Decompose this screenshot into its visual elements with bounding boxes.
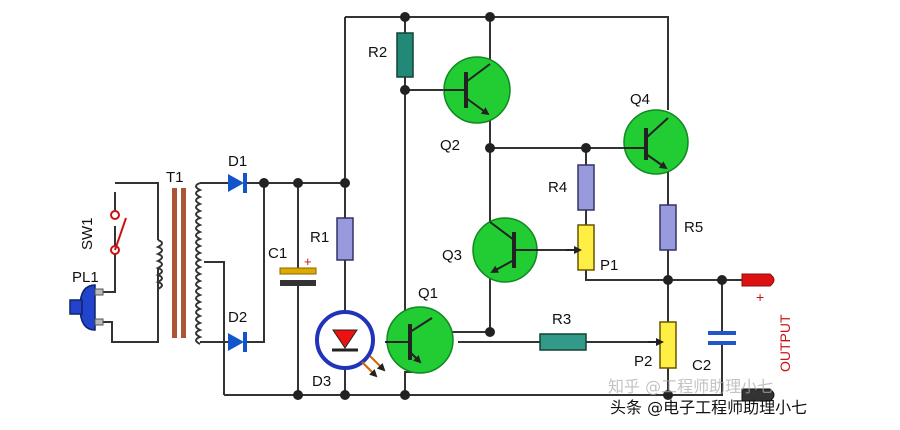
d2-label: D2 [228, 309, 247, 326]
transformer-icon [155, 182, 203, 345]
resistor-r1 [336, 217, 354, 261]
watermark-zhihu: 知乎 @工程师助理小七 [608, 377, 773, 396]
q2-label: Q2 [440, 137, 460, 154]
plug-icon [69, 284, 104, 331]
d3-label: D3 [312, 373, 331, 390]
p2-label: P2 [634, 353, 652, 370]
diode-d1 [228, 173, 247, 193]
led-icon [315, 310, 386, 378]
resistor-r4 [577, 164, 595, 211]
q1-label: Q1 [418, 285, 438, 302]
npn-transistor-icon [623, 109, 689, 175]
d1-label: D1 [228, 153, 247, 170]
p1-label: P1 [600, 257, 618, 274]
potentiometer-p1 [566, 224, 595, 271]
r3-label: R3 [552, 311, 571, 328]
r5-label: R5 [684, 219, 703, 236]
r4-label: R4 [548, 179, 567, 196]
r2-label: R2 [368, 44, 387, 61]
output-terminal-positive [741, 273, 775, 287]
output-terminal-negative [741, 388, 775, 402]
c1-plus-sign: + [304, 254, 312, 269]
c1-label: C1 [268, 245, 287, 262]
capacitor-c1 [279, 267, 317, 286]
resistor-r2 [396, 32, 414, 78]
t1-label: T1 [166, 169, 184, 186]
npn-transistor-icon [443, 56, 511, 124]
output-plus-sign: + [756, 289, 764, 305]
resistor-r3 [539, 333, 587, 351]
npn-transistor-icon [385, 306, 454, 374]
watermark-toutiao: 头条 @电子工程师助理小七 [610, 398, 807, 417]
pl1-label: PL1 [72, 269, 99, 286]
c2-label: C2 [692, 357, 711, 374]
switch-icon [110, 210, 127, 255]
q3-label: Q3 [442, 247, 462, 264]
potentiometer-p2 [648, 321, 677, 369]
junction-dots [259, 12, 727, 400]
npn-transistor-icon [472, 217, 538, 283]
resistor-r5 [659, 204, 677, 251]
output-label: OUTPUT [777, 314, 793, 372]
capacitor-c2 [708, 331, 736, 345]
diode-d2 [228, 332, 247, 352]
r1-label: R1 [310, 229, 329, 246]
sw1-label: SW1 [79, 217, 96, 250]
q4-label: Q4 [630, 91, 650, 108]
